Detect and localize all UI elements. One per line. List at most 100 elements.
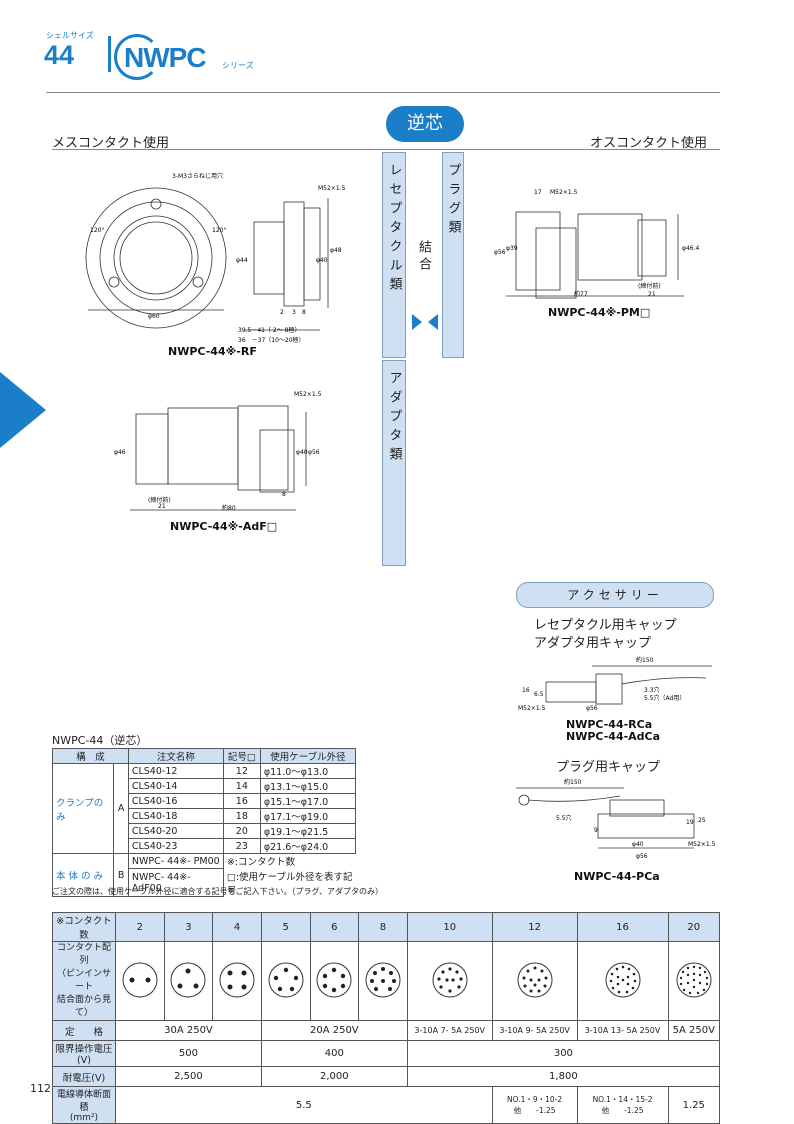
layout-2 xyxy=(115,941,165,1021)
withstand-2000: 2,000 xyxy=(260,1066,408,1087)
page-number: 112 xyxy=(30,1082,51,1095)
svg-text:21: 21 xyxy=(158,503,166,510)
rating-label: 定 格 xyxy=(52,1020,116,1041)
svg-text:φ60: φ60 xyxy=(148,313,160,320)
order-col-name: 注文名称 xyxy=(127,748,224,764)
table-cell: CLS40-14 xyxy=(127,778,224,794)
header-divider xyxy=(108,36,111,72)
layout-8 xyxy=(358,941,408,1021)
table-cell: φ19.1～φ21.5 xyxy=(259,823,357,839)
table-cell: φ11.0～φ13.0 xyxy=(259,763,357,779)
rating-10: 3-10A 7- 5A 250V xyxy=(406,1020,493,1041)
pca-caption: NWPC-44-PCa xyxy=(574,870,660,883)
table-cell: 18 xyxy=(222,808,261,824)
layout-3 xyxy=(163,941,214,1021)
table-cell: CLS40-16 xyxy=(127,793,224,809)
svg-text:約150: 約150 xyxy=(636,656,654,664)
order-col-config: 構 成 xyxy=(52,748,129,764)
rating-20a: 20A 250V xyxy=(260,1020,408,1041)
side-tab xyxy=(0,372,46,448)
svg-text:(締付前): (締付前) xyxy=(148,496,171,504)
pm-caption: NWPC-44※-PM□ xyxy=(548,306,651,319)
svg-text:19: 19 xyxy=(686,819,694,826)
table-cell: 20 xyxy=(222,823,261,839)
svg-text:21: 21 xyxy=(648,291,656,298)
contacts-8: 8 xyxy=(358,912,408,942)
mating-label: 結合 xyxy=(414,240,433,300)
adf-drawing: M52×1.5 φ46 φ40 φ56 (締付前) 21 約80 8 xyxy=(114,391,322,512)
area-20: 1.25 xyxy=(667,1086,720,1124)
receptacle-column: レセプタクル類 xyxy=(382,152,406,358)
body-code: B xyxy=(113,853,129,897)
svg-text:φ56: φ56 xyxy=(308,449,320,456)
plug-cap-title: プラグ用キャップ xyxy=(556,760,661,775)
table-cell: CLS40-18 xyxy=(127,808,224,824)
layout-6 xyxy=(309,941,360,1021)
table-cell: φ15.1～φ17.0 xyxy=(259,793,357,809)
contacts-5: 5 xyxy=(260,912,311,942)
order-col-cable: 使用ケーブル外径 xyxy=(259,748,357,764)
pm-drawing: 17 M52×1.5 φ56 φ39 φ46.4 (締付前) 約77 21 xyxy=(494,189,700,299)
svg-text:約77: 約77 xyxy=(574,290,588,298)
voltage-400: 400 xyxy=(260,1040,408,1067)
svg-text:M52×1.5: M52×1.5 xyxy=(688,841,716,848)
adca-caption: NWPC-44-AdCa xyxy=(566,730,661,743)
note-contacts: ※:コンタクト数 xyxy=(226,857,296,869)
pca-drawing: 約150 5.5穴 9 19 25 φ40 φ56 M52×1.5 xyxy=(516,778,716,860)
layout-5 xyxy=(260,941,311,1021)
table-cell: 12 xyxy=(222,763,261,779)
svg-text:約80: 約80 xyxy=(222,504,236,512)
table-cell: 16 xyxy=(222,793,261,809)
svg-text:5.5穴: 5.5穴 xyxy=(556,814,572,822)
table-cell: 14 xyxy=(222,778,261,794)
adapter-column: アダプタ類 xyxy=(382,360,406,566)
svg-text:φ40: φ40 xyxy=(632,841,644,848)
svg-text:6.5: 6.5 xyxy=(534,691,544,698)
svg-text:φ40: φ40 xyxy=(296,449,308,456)
table-cell: φ13.1～φ15.0 xyxy=(259,778,357,794)
rca-caption: NWPC-44-RCa xyxy=(566,718,653,731)
svg-text:(締付前): (締付前) xyxy=(638,282,661,290)
svg-text:2: 2 xyxy=(280,309,284,316)
accessory-title: アクセサリー xyxy=(516,582,714,608)
svg-text:120°: 120° xyxy=(90,227,104,234)
female-contact-title: メスコンタクト使用 xyxy=(52,136,170,151)
svg-text:φ40: φ40 xyxy=(316,257,328,264)
body-label: 本 体 の み xyxy=(51,853,115,897)
table-cell: NWPC- 44※-AdF00 xyxy=(127,868,224,897)
rf-caption: NWPC-44※-RF xyxy=(168,345,257,358)
contacts-3: 3 xyxy=(163,912,214,942)
svg-text:M52×1.5: M52×1.5 xyxy=(294,391,322,398)
layout-10 xyxy=(406,941,493,1021)
spec-table: ※コンタクト数 2 3 4 5 6 8 10 12 16 20 コンタクト配列 … xyxy=(52,912,721,1124)
rating-20: 5A 250V xyxy=(667,1020,720,1041)
series-title: NWPC xyxy=(124,42,207,73)
svg-text:16: 16 xyxy=(522,687,530,694)
withstand-2500: 2,500 xyxy=(115,1066,262,1087)
voltage-300: 300 xyxy=(406,1040,721,1067)
svg-text:φ56: φ56 xyxy=(586,705,598,712)
voltage-label: 限界操作電圧(V) xyxy=(52,1040,116,1067)
withstand-1800: 1,800 xyxy=(406,1066,721,1087)
arrow-right-icon xyxy=(412,314,422,330)
svg-text:約150: 約150 xyxy=(564,778,582,786)
contacts-10: 10 xyxy=(406,912,493,942)
svg-text:M52×1.5: M52×1.5 xyxy=(550,189,578,196)
contacts-2: 2 xyxy=(115,912,165,942)
accessory-line-2: アダプタ用キャップ xyxy=(534,636,652,651)
section-rule xyxy=(52,149,720,150)
area-main: 5.5 xyxy=(115,1086,493,1124)
svg-text:φ46: φ46 xyxy=(114,449,126,456)
svg-text:3: 3 xyxy=(292,309,296,316)
rca-drawing: 約150 16 6.5 3.3穴 5.5穴（Ad用） M52×1.5 φ56 xyxy=(518,656,712,712)
order-table-title: NWPC-44（逆芯） xyxy=(52,734,148,747)
note-symbol: □:使用ケーブル外径を表す記号 xyxy=(226,871,353,897)
rf-drawing: 3-M3さらねじ用穴 M52×1.5 φ60 φ44 φ40 φ48 2 3 8… xyxy=(85,172,346,344)
series-suffix: シリーズ xyxy=(222,61,254,70)
clamp-label: クランプのみ xyxy=(51,763,115,854)
male-contact-title: オスコンタクト使用 xyxy=(590,136,708,151)
svg-text:3-M3さらねじ用穴: 3-M3さらねじ用穴 xyxy=(172,172,223,180)
table-cell: CLS40-23 xyxy=(127,838,224,854)
area-label: 電線導体断面積(mm²) xyxy=(52,1086,116,1124)
